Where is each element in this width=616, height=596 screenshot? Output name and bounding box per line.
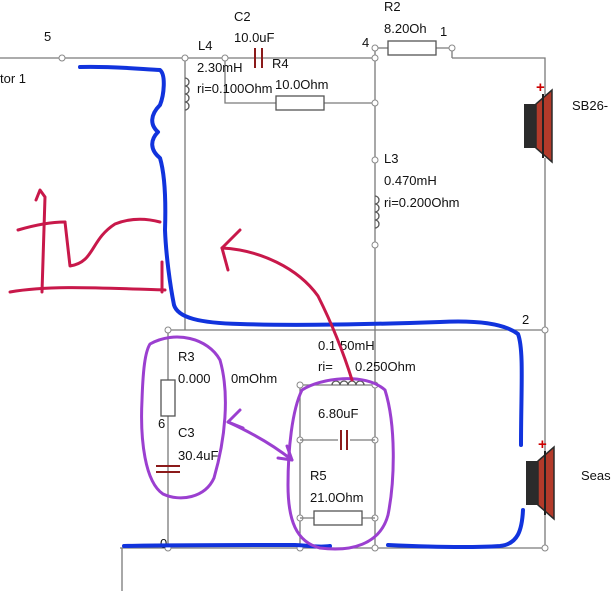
wires — [0, 47, 546, 591]
terminal — [221, 54, 229, 62]
capacitor-c5 — [300, 430, 375, 450]
node-label-5: 5 — [44, 29, 51, 44]
terminal — [371, 54, 379, 62]
speaker-icon — [524, 88, 553, 164]
l3-value: 0.470mH — [384, 173, 437, 188]
terminal — [371, 241, 379, 249]
wire-r4-parallel — [224, 58, 375, 104]
l3-ri: ri=0.200Ohm — [384, 195, 460, 210]
inductor-l3 — [374, 195, 380, 229]
inductor-l4 — [184, 77, 190, 111]
node-label-1: 1 — [440, 24, 447, 39]
c2-name: C2 — [234, 9, 251, 24]
node-label-2: 2 — [522, 312, 529, 327]
l4-ri: ri=0.100Ohm — [197, 81, 273, 96]
r2-value: 8.20Oh — [384, 21, 427, 36]
capacitor-c2 — [254, 48, 263, 68]
speaker-polarity-plus: + — [536, 79, 545, 96]
source-label: tor 1 — [0, 71, 26, 86]
r3-value: 0.000 — [178, 371, 211, 386]
terminal — [541, 544, 549, 552]
r5-value: 21.0Ohm — [310, 490, 363, 505]
r4-name: R4 — [272, 56, 289, 71]
resistor-r2 — [387, 40, 437, 56]
speaker-bottom-label: Seas — [581, 468, 611, 483]
c2-value: 10.0uF — [234, 30, 275, 45]
resistor-r4 — [275, 95, 325, 111]
speaker-icon — [526, 445, 555, 521]
speaker-polarity-plus: + — [538, 436, 547, 453]
l5-value: 0.1 — [318, 338, 336, 353]
node-label-4: 4 — [362, 35, 369, 50]
r5-name: R5 — [310, 468, 327, 483]
node-terminals — [58, 44, 549, 552]
l5-ri: ri= — [318, 359, 333, 374]
c3-name: C3 — [178, 425, 195, 440]
wire-node1-right — [452, 57, 546, 95]
capacitor-c3 — [156, 465, 180, 473]
terminal — [371, 156, 379, 164]
resistor-r3 — [160, 379, 176, 417]
terminal — [296, 381, 304, 389]
c3-value: 30.4uF — [178, 448, 219, 463]
terminal — [371, 99, 379, 107]
terminal — [164, 326, 172, 334]
terminal — [448, 44, 456, 52]
c5-value: 6.80uF — [318, 406, 359, 421]
inductor-l5 — [331, 380, 365, 386]
l5-ri-tail: 0.250Ohm — [355, 359, 416, 374]
terminal — [58, 54, 66, 62]
red-marker-annotation — [8, 188, 354, 382]
speaker-top-label: SB26- — [572, 98, 608, 113]
l4-name: L4 — [198, 38, 212, 53]
terminal — [371, 44, 379, 52]
r2-name: R2 — [384, 0, 401, 14]
l5-value-tail: 50mH — [340, 338, 375, 353]
purple-marker-annotation — [140, 335, 395, 551]
r3-value-tail: 0mOhm — [231, 371, 277, 386]
l3-name: L3 — [384, 151, 398, 166]
resistor-r5 — [300, 510, 375, 526]
terminal — [371, 544, 379, 552]
blue-marker-annotation — [78, 64, 525, 550]
node-label-6: 6 — [158, 416, 165, 431]
l4-value: 2.30mH — [197, 60, 243, 75]
r4-value: 10.0Ohm — [275, 77, 328, 92]
terminal — [541, 326, 549, 334]
terminal — [181, 54, 189, 62]
r3-name: R3 — [178, 349, 195, 364]
